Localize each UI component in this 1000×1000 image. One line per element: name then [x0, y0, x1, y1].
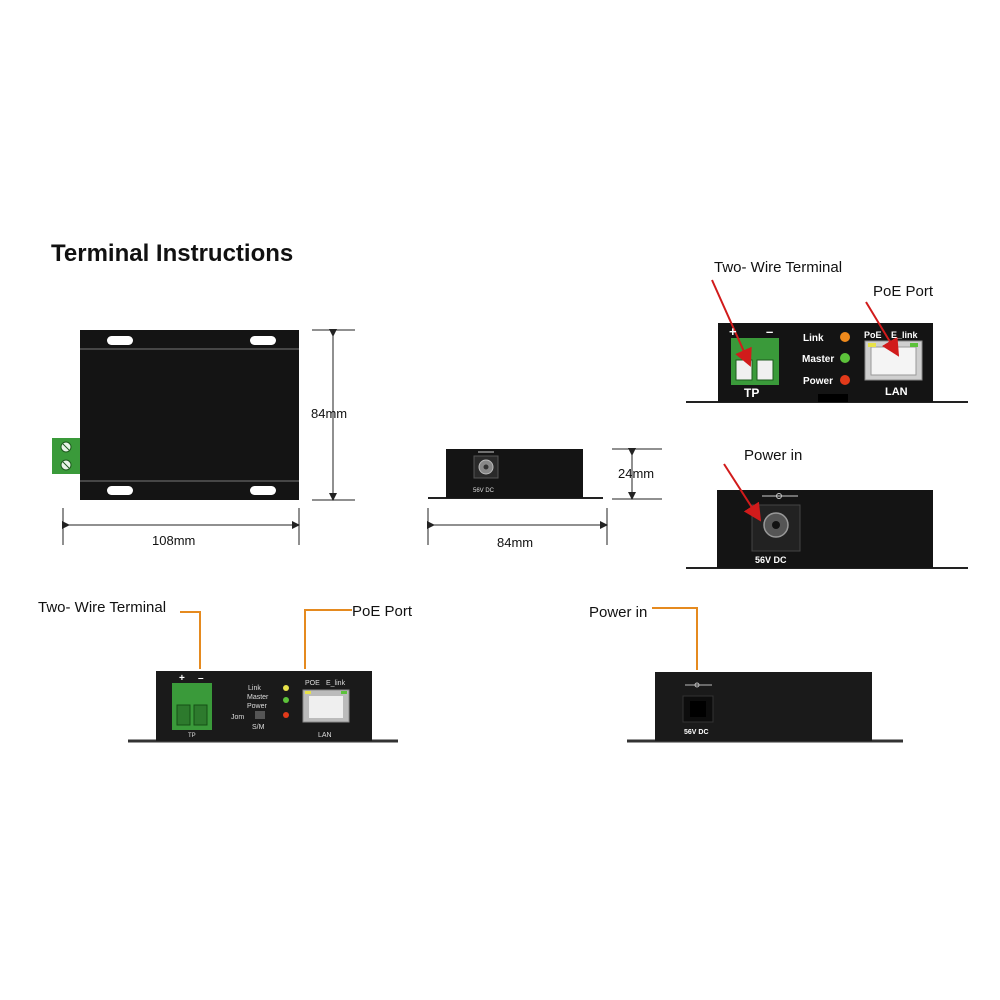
jom-label: Jom [231, 714, 244, 721]
callout-line-power [652, 607, 698, 670]
top-view-device [52, 330, 299, 500]
terminal-minus-label: – [766, 324, 773, 339]
callout-arrow-poe [865, 301, 900, 357]
dimension-height-top [312, 329, 355, 501]
terminal-minus-label: – [198, 673, 204, 684]
led-link-label: Link [803, 333, 824, 344]
callout-arrow-terminal [711, 279, 752, 367]
lan-label: LAN [318, 732, 332, 739]
terminal-tp-label: TP [188, 733, 196, 739]
led-link-label: Link [248, 685, 261, 692]
terminal-tp-label: TP [744, 386, 759, 400]
back-photo-device [627, 672, 903, 743]
led-power-label: Power [803, 376, 833, 387]
dimension-width-side-label: 84mm [497, 535, 534, 550]
front-photo-device [128, 671, 398, 743]
callout-label-terminal: Two- Wire Terminal [714, 259, 843, 276]
dimension-height-top-label: 84mm [311, 406, 348, 421]
mount-slot [250, 336, 276, 345]
dc-label: 56V DC [473, 488, 495, 494]
callout-label-power: Power in [744, 447, 803, 464]
dimension-width-side [427, 508, 608, 545]
callout-label-terminal: Two- Wire Terminal [38, 599, 167, 616]
led-master-label: Master [247, 694, 269, 701]
dimension-width-top-label: 108mm [152, 533, 196, 548]
callout-label-poe: PoE Port [873, 283, 934, 300]
callout-line-terminal [180, 611, 201, 669]
poe-label: POE [305, 680, 320, 687]
callout-line-poe [304, 609, 352, 669]
dc-label: 56V DC [684, 729, 709, 736]
led-power [840, 375, 850, 385]
back-closeup-device [686, 490, 968, 569]
jom-switch [255, 711, 265, 719]
page-title: Terminal Instructions [51, 240, 294, 267]
mount-slot [107, 486, 133, 495]
led-power [283, 712, 289, 718]
led-link [283, 685, 289, 691]
led-master [840, 353, 850, 363]
led-power-label: Power [247, 703, 268, 710]
elink-label: E_link [326, 680, 346, 687]
callout-arrow-power [723, 463, 762, 522]
led-master-label: Master [802, 354, 834, 365]
dc-label: 56V DC [755, 555, 787, 565]
dimension-width-top [62, 508, 300, 545]
dimension-height-side [612, 448, 662, 500]
poe-label: PoE [864, 330, 882, 340]
elink-label: E_link [891, 330, 919, 340]
terminal-plus-label: + [179, 673, 185, 684]
dimension-height-side-label: 24mm [618, 466, 655, 481]
led-link [840, 332, 850, 342]
led-master [283, 697, 289, 703]
side-view-device [428, 449, 603, 499]
terminal-plus-label: + [729, 324, 737, 339]
mount-slot [250, 486, 276, 495]
mount-slot [107, 336, 133, 345]
callout-label-poe: PoE Port [352, 603, 413, 620]
callout-label-power: Power in [589, 604, 648, 621]
lan-label: LAN [885, 386, 908, 398]
sm-label: S/M [252, 724, 265, 731]
